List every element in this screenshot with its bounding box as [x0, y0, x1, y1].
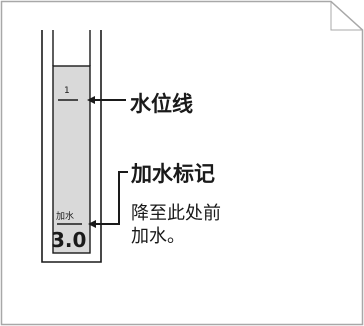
refill-mark-note-line2: 加水。: [131, 226, 185, 247]
panel-corner-fold: [330, 1, 363, 31]
refill-mark-small-text: 加水: [56, 212, 75, 222]
water-column: [52, 65, 91, 254]
refill-mark-note-line1: 降至此处前: [131, 203, 221, 224]
refill-mark-title: 加水标记: [131, 162, 215, 186]
refill-mark-leader: [93, 171, 128, 225]
tube-outer-wall: [41, 30, 102, 263]
refill-mark-number: 3.0: [51, 228, 87, 252]
water-level-label: 水位线: [130, 92, 193, 116]
water-level-arrowhead: [87, 96, 95, 104]
top-mark-number: 1: [64, 86, 70, 96]
refill-mark-arrowhead: [88, 220, 96, 228]
